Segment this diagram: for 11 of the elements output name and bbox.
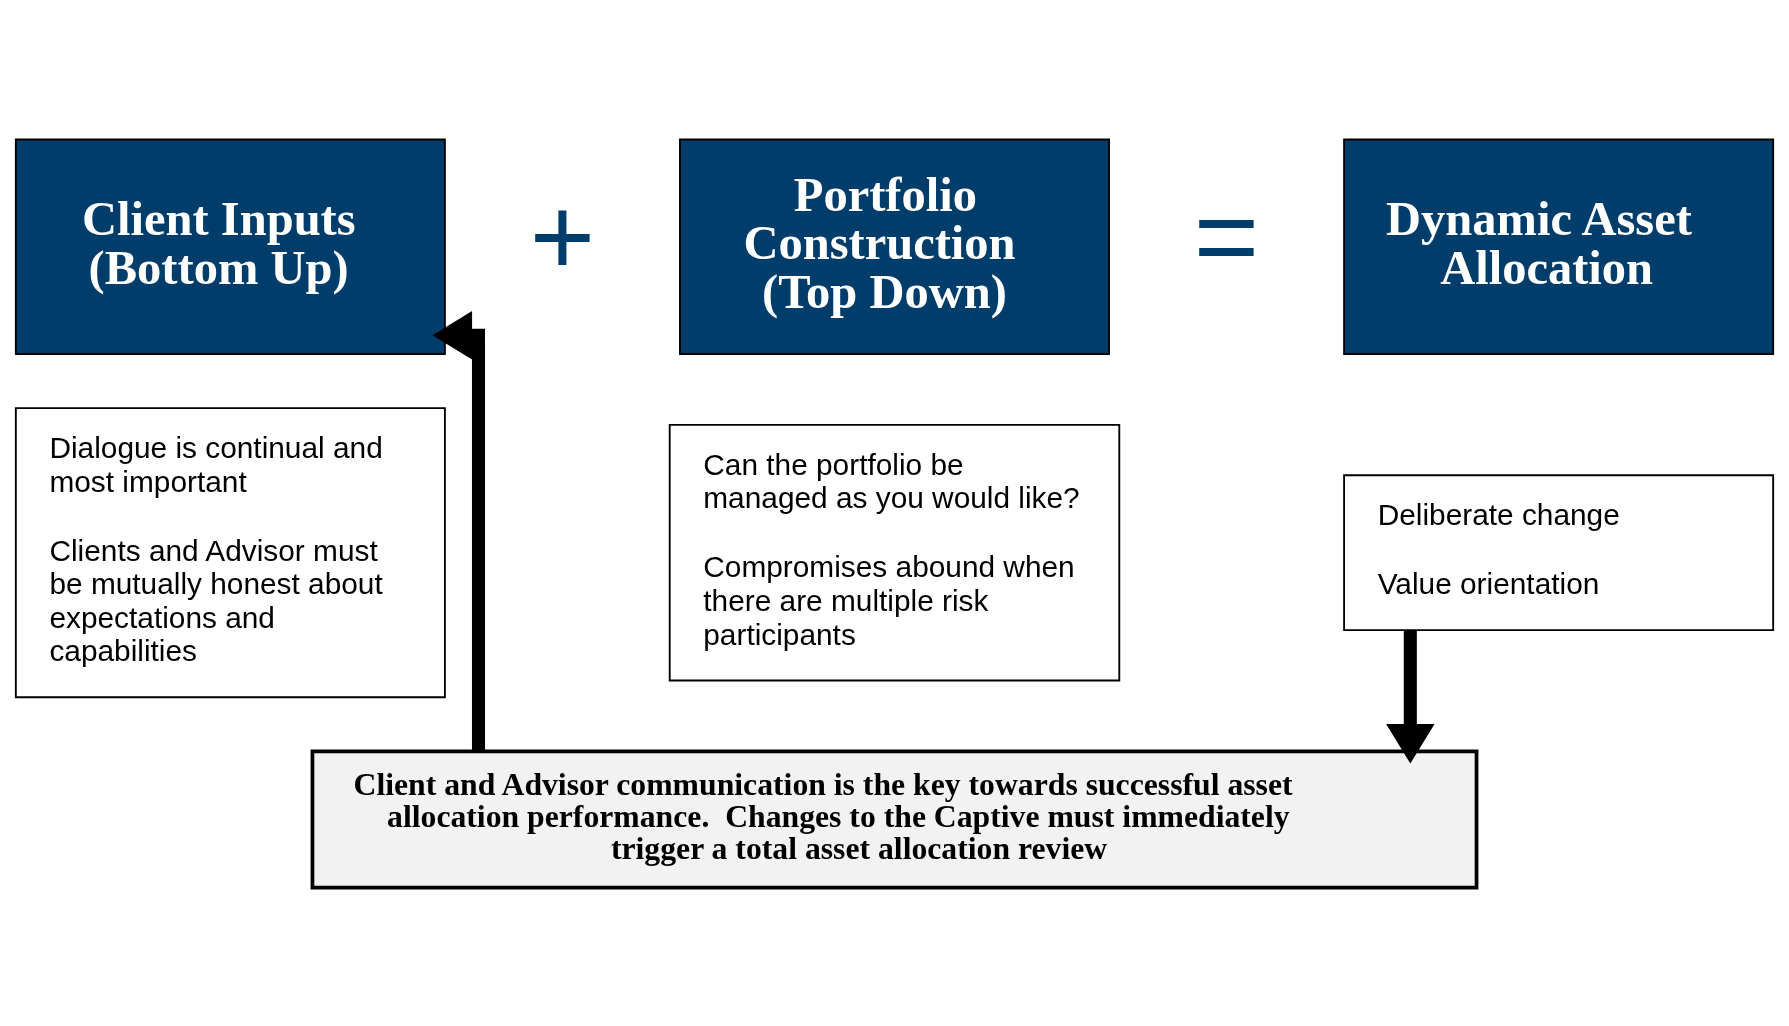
node-box: Dialogue is continual and most important Clients and Advisor must be mutually honest about expectations and capabilities (14, 406, 446, 698)
node-box: Client Inputs (Bottom Up) (14, 138, 446, 355)
node-box: Portfolio Construction (Top Down) (679, 138, 1110, 355)
node-box: Deliberate change Value orientation (1343, 473, 1775, 631)
arrow (432, 310, 485, 751)
arrow (1386, 630, 1435, 763)
node-box: Can the portfolio be managed as you would like? Compromises abound when there are multiple risk participants (668, 423, 1121, 681)
node-box: Client and Advisor communication is the key towards successful asset allocation performance. Changes to the Captive must immediately trigger a total asset allocation review (310, 749, 1479, 889)
label: = (1193, 173, 1260, 299)
node-box: Dynamic Asset Allocation (1343, 138, 1775, 355)
label: + (529, 173, 596, 299)
